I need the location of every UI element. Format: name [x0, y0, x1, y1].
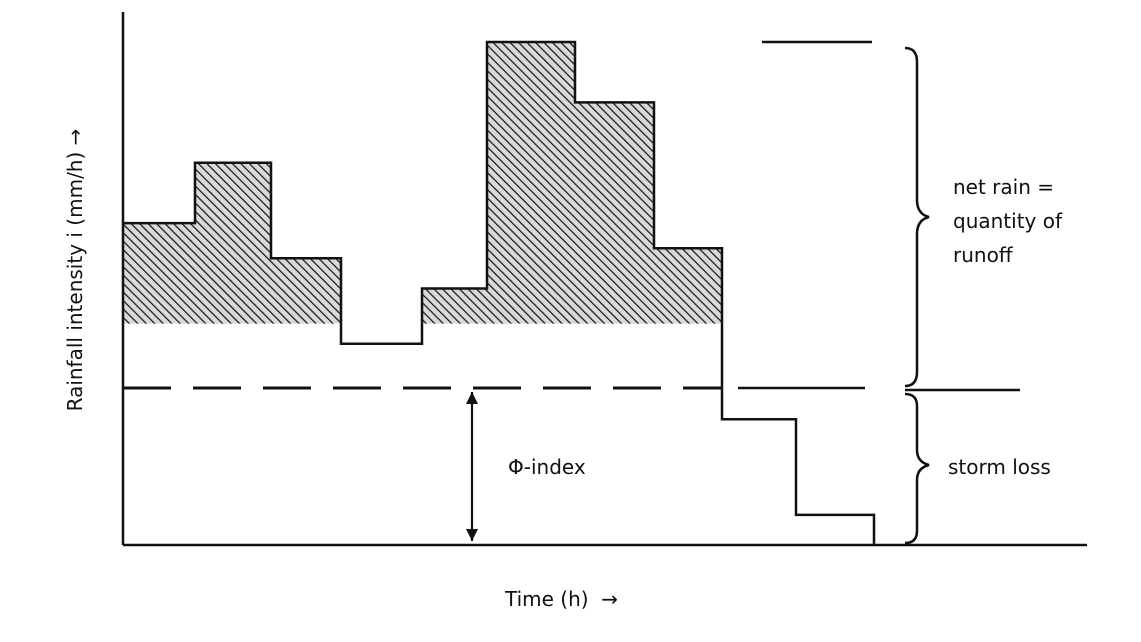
net-rain-label-line1: net rain = [953, 175, 1054, 199]
phi-index-label: Φ-index [508, 455, 586, 479]
net-rain-label-line2: quantity of [953, 209, 1063, 233]
storm-loss-label: storm loss [948, 455, 1051, 479]
phi-index-arrow [466, 392, 478, 541]
hyetograph-outline [123, 40, 876, 545]
storm-loss-brace [904, 392, 930, 545]
x-axis-label: Time (h) → [504, 587, 618, 611]
y-axis-label: Rainfall intensity i (mm/h) → [63, 129, 87, 412]
net-rain-label-line3: runoff [953, 243, 1014, 267]
net-rain-hatched-area [123, 42, 874, 324]
net-rain-brace [904, 46, 930, 388]
